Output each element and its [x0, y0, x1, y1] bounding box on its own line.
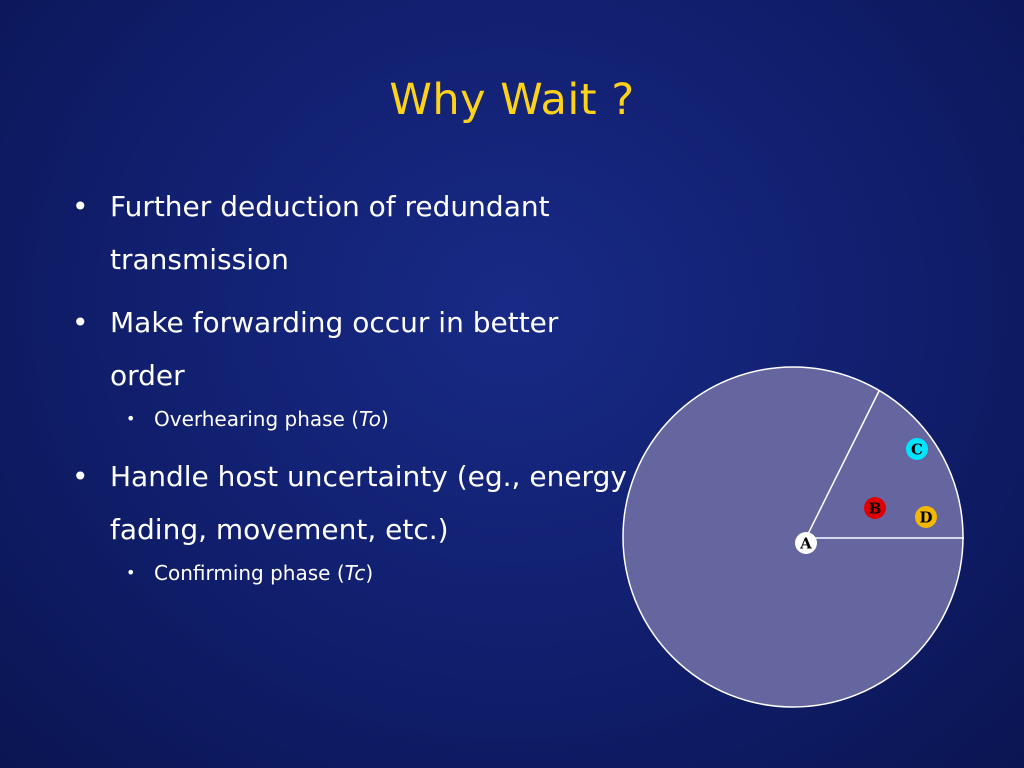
node-d-marker: [915, 506, 937, 528]
sub-bullet-variable: To: [359, 407, 381, 431]
transmission-range-circle: [622, 366, 964, 708]
sub-bullet-item: • Confirming phase (Tc): [70, 558, 630, 588]
range-boundary-line-diagonal: [805, 390, 880, 539]
node-d: D: [915, 506, 937, 528]
node-c: C: [906, 438, 928, 460]
bullet-item: • Make forwarding occur in better order: [70, 296, 630, 402]
sub-bullet-variable: Tc: [344, 561, 366, 585]
node-c-label: C: [911, 441, 923, 459]
sub-bullet-dot: •: [126, 563, 136, 582]
node-c-marker: [906, 438, 928, 460]
sub-bullet-prefix: Overhearing phase (: [154, 407, 360, 431]
bullet-item: • Handle host uncertainty (eg., energy f…: [70, 450, 630, 556]
sub-bullet-prefix: Confirming phase (: [154, 561, 345, 585]
bullet-text: Further deduction of redundant transmiss…: [110, 190, 550, 276]
node-a-marker: [795, 532, 817, 554]
node-a: A: [795, 532, 817, 554]
slide-title: Why Wait ?: [389, 75, 635, 125]
sub-bullet-dot: •: [126, 409, 136, 428]
bullet-item: • Further deduction of redundant transmi…: [70, 180, 630, 286]
node-b-marker: [864, 497, 886, 519]
bullet-dot: •: [72, 306, 89, 339]
sub-bullet-item: • Overhearing phase (To): [70, 404, 630, 434]
node-b-label: B: [869, 500, 882, 518]
bullet-text: Make forwarding occur in better order: [110, 306, 559, 392]
sub-bullet-suffix: ): [365, 561, 374, 585]
transmission-range-diagram: A B C D: [622, 366, 964, 708]
bullet-dot: •: [72, 190, 89, 223]
node-d-label: D: [919, 509, 932, 527]
bullet-dot: •: [72, 460, 89, 493]
bullet-list: • Further deduction of redundant transmi…: [70, 180, 630, 604]
bullet-text: Handle host uncertainty (eg., energy fad…: [110, 460, 627, 546]
sub-bullet-suffix: ): [381, 407, 389, 431]
node-a-label: A: [799, 535, 812, 553]
node-b: B: [864, 497, 886, 519]
